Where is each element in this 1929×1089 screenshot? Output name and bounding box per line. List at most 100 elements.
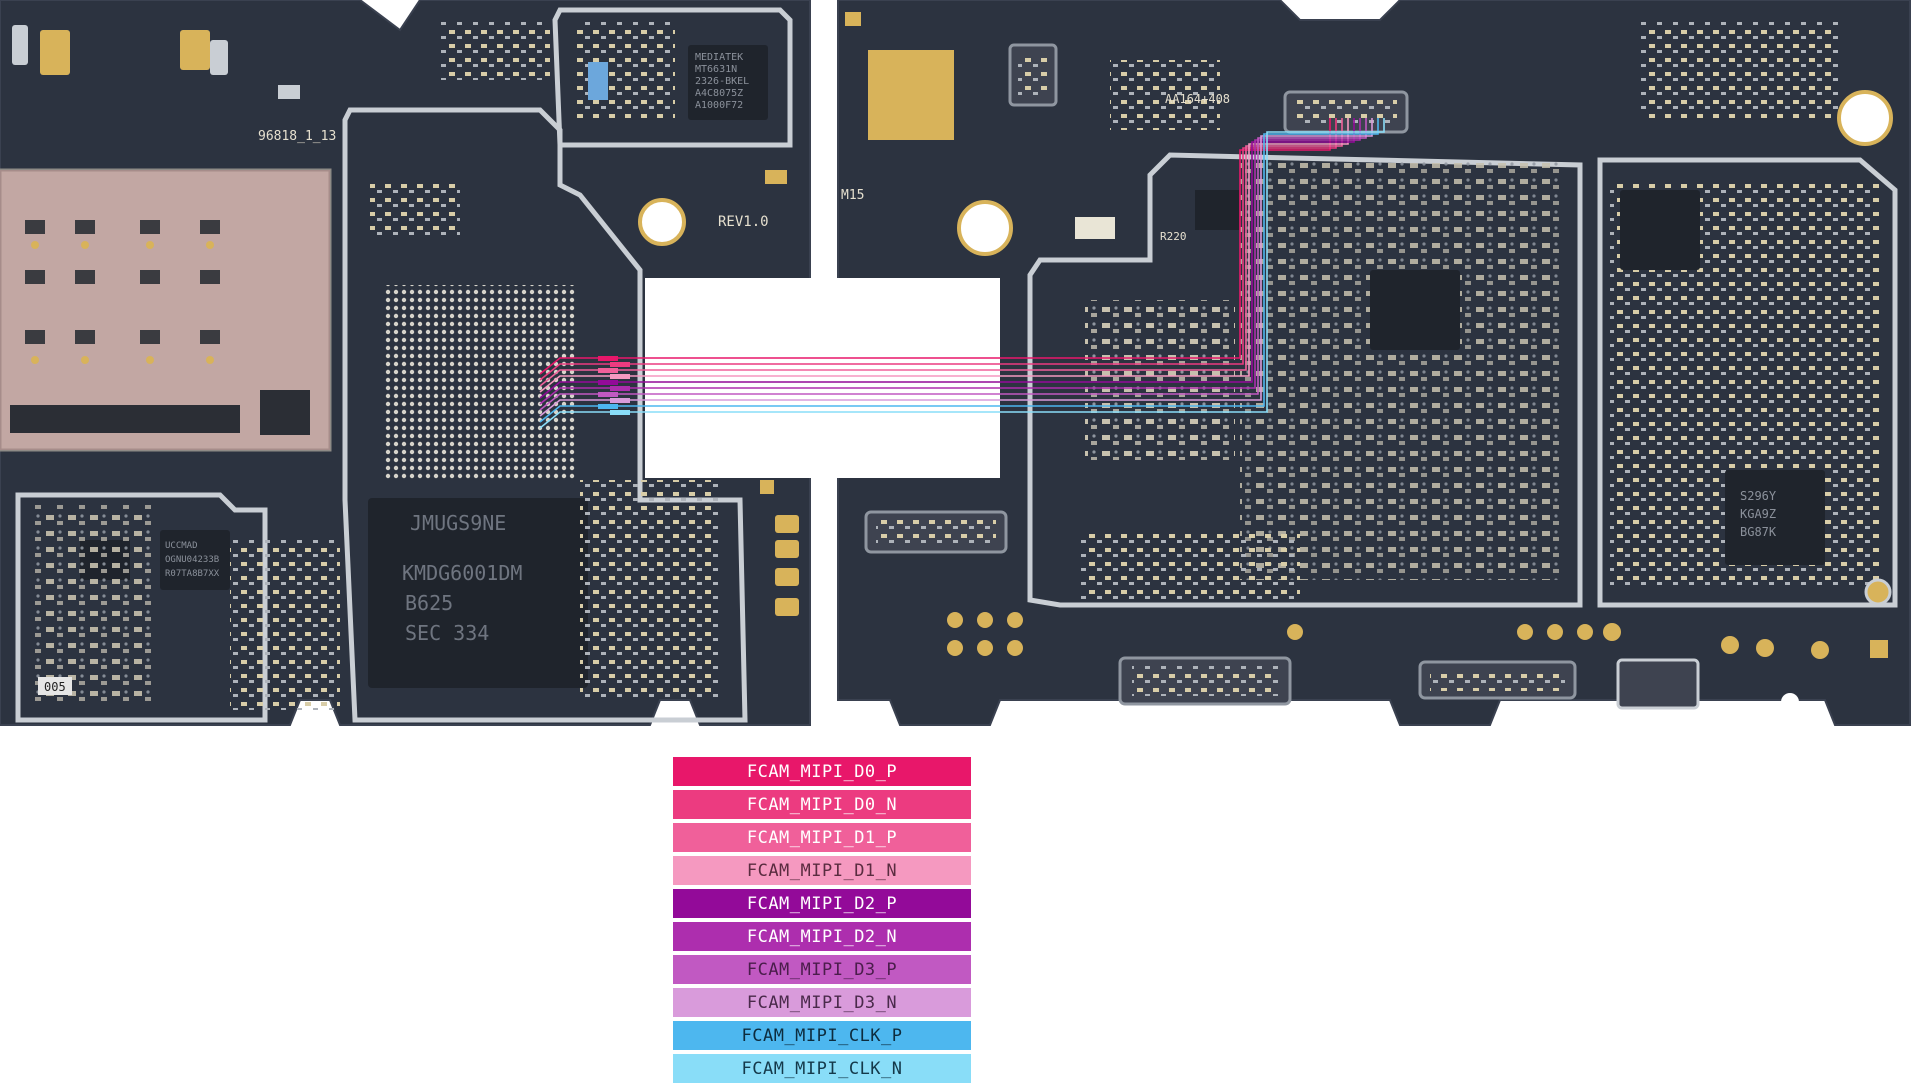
silk-m15: M15 [841, 188, 864, 203]
component-cluster [1080, 530, 1300, 600]
connector-clip [40, 30, 70, 75]
silk-pcb-code: 96818_1_13 [258, 129, 336, 144]
emmc-line: SEC 334 [405, 621, 489, 645]
trace-endpoint [610, 410, 630, 415]
mediatek-line: 2326-BKEL [695, 76, 749, 87]
shield-frame [15, 492, 268, 723]
legend-item: FCAM_MIPI_D2_N [673, 922, 971, 951]
legend-item: FCAM_MIPI_D3_P [673, 955, 971, 984]
board-connector [1118, 656, 1292, 706]
mediatek-line: MEDIATEK [695, 52, 743, 63]
trace-endpoint [598, 368, 618, 373]
connector-clip [210, 40, 228, 75]
mediatek-line: A4C8075Z [695, 88, 743, 99]
mipi-trace [539, 118, 1373, 417]
mipi-trace [539, 118, 1337, 381]
sticker [38, 677, 72, 695]
component-cluster [35, 505, 155, 705]
cpu-bga-pads [385, 285, 575, 480]
pmic-line: UCCMAD [165, 541, 198, 551]
pmic-line: OGNU04233B [165, 555, 219, 565]
connector-clip [12, 25, 28, 65]
pmic-markings: UCCMAD OGNU04233B R07TA8B7XX [165, 541, 220, 579]
camera-flash-led [1075, 217, 1115, 239]
component-cluster [580, 480, 720, 700]
silk-sticker: 005 [44, 680, 66, 694]
trace-endpoint [598, 392, 618, 397]
legend-item: FCAM_MIPI_D2_P [673, 889, 971, 918]
shield-frame [552, 7, 793, 148]
mounting-hole [1837, 90, 1893, 146]
trace-endpoint [598, 380, 618, 385]
trace-endpoint [610, 362, 630, 367]
emmc-line: B625 [405, 591, 453, 615]
emmc-line: KMDG6001DM [402, 561, 522, 585]
mediatek-markings: MEDIATEK MT6631N 2326-BKEL A4C8075Z A100… [695, 52, 749, 111]
board-cutout [645, 278, 1000, 478]
shield-frame [1597, 157, 1898, 608]
emmc-chip [368, 498, 588, 688]
trace-endpoint [610, 398, 630, 403]
chip [1620, 190, 1700, 270]
mediatek-line: A1000F72 [695, 100, 743, 111]
left-board: 96818_1_13 REV1.0 005 MEDIATEK MT6631N 2… [0, 0, 811, 726]
silk-board-id: AA164+408 [1165, 92, 1230, 106]
test-pads [760, 480, 799, 616]
legend-item: FCAM_MIPI_D1_N [673, 856, 971, 885]
legend-item: FCAM_MIPI_D0_P [673, 757, 971, 786]
antenna-connector [1864, 578, 1892, 606]
mediatek-line: MT6631N [695, 64, 737, 75]
pmic-line: R07TA8B7XX [165, 569, 220, 579]
pcb-board-image: 96818_1_13 REV1.0 005 MEDIATEK MT6631N 2… [0, 0, 1911, 726]
component-cluster [440, 20, 550, 80]
mediatek-chip [688, 45, 768, 120]
rf-chip [1725, 470, 1825, 565]
trace-endpoint [610, 374, 630, 379]
emmc-markings: JMUGS9NE KMDG6001DM B625 SEC 334 [402, 511, 522, 645]
signal-legend: FCAM_MIPI_D0_P FCAM_MIPI_D0_N FCAM_MIPI_D1… [673, 757, 971, 1087]
legend-item: FCAM_MIPI_CLK_N [673, 1054, 971, 1083]
legend-item: FCAM_MIPI_D3_N [673, 988, 971, 1017]
rf-chip-line: KGA9Z [1740, 507, 1776, 521]
legend-item: FCAM_MIPI_CLK_P [673, 1021, 971, 1050]
silk-r220: R220 [1160, 230, 1187, 243]
component-cluster [1110, 60, 1220, 130]
pmic-chip [160, 530, 230, 590]
test-pads [947, 612, 1888, 659]
capacitor [765, 170, 787, 184]
capacitor [278, 85, 300, 99]
rf-chip-line: BG87K [1740, 525, 1777, 539]
gold-pad [868, 50, 954, 140]
component-cluster [1640, 20, 1840, 120]
board-connector [1418, 660, 1577, 700]
rf-chip-line: S296Y [1740, 489, 1777, 503]
legend-item: FCAM_MIPI_D0_N [673, 790, 971, 819]
component-cluster [1240, 160, 1560, 580]
mounting-hole [957, 200, 1013, 256]
trace-endpoint [598, 404, 618, 409]
emmc-line: JMUGS9NE [410, 511, 506, 535]
chip [1195, 190, 1240, 230]
silk-revision: REV1.0 [718, 214, 769, 230]
right-board: AA164+408 M15 R220 S296Y KGA9Z BG87K [645, 0, 1911, 726]
component-cluster [1085, 300, 1235, 460]
component-cluster [230, 540, 340, 710]
mipi-traces [539, 118, 1385, 429]
pmic-chip-right [1370, 270, 1460, 350]
rf-chip-markings: S296Y KGA9Z BG87K [1740, 489, 1777, 539]
trace-endpoint [610, 386, 630, 391]
blue-component [588, 62, 608, 100]
board-connector [1616, 658, 1700, 710]
fcam-connector [1283, 90, 1409, 134]
board-connector [1008, 43, 1058, 107]
connector-clip [180, 30, 210, 70]
board-connector [864, 510, 1008, 554]
mounting-hole [1781, 693, 1799, 711]
gold-pad [845, 12, 861, 26]
sim-card-tray [0, 168, 332, 452]
legend-item: FCAM_MIPI_D1_P [673, 823, 971, 852]
cpu-bga-pads [370, 180, 460, 240]
mipi-trace [539, 118, 1385, 429]
mounting-hole [638, 198, 686, 246]
trace-endpoint [598, 356, 618, 361]
